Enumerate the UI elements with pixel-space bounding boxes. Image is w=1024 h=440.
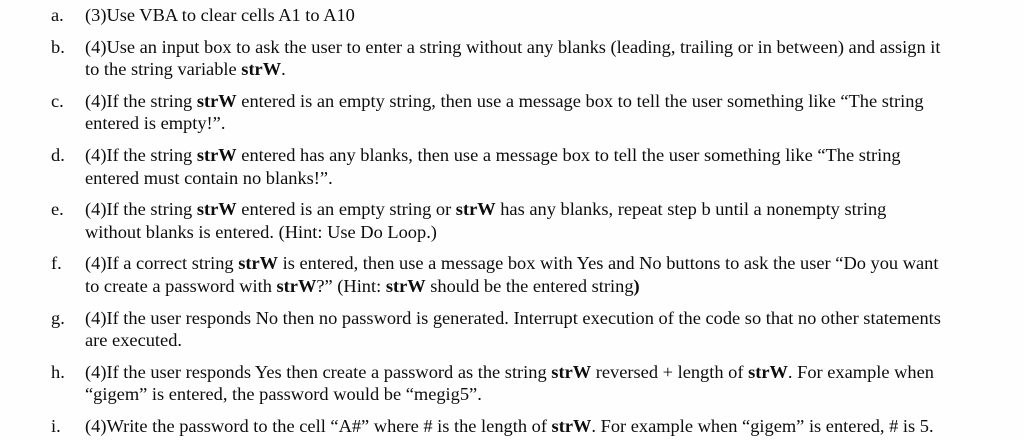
list-item-text: (4)If the string strW entered has any bl… <box>85 144 942 189</box>
emphasis-variable: strW <box>196 90 237 111</box>
emphasis-variable: strW <box>241 59 282 80</box>
text-run: reversed + length of <box>591 361 749 382</box>
list-item: a. (3)Use VBA to clear cells A1 to A10 <box>0 4 1024 27</box>
emphasis-variable: ) <box>633 275 640 296</box>
text-run: (3)Use VBA to clear cells A1 to A10 <box>85 5 355 25</box>
list-item: g. (4)If the user responds No then no pas… <box>0 307 1024 352</box>
text-run: (4)If the string <box>85 199 197 220</box>
text-run: has any blanks, repeat step b until a no… <box>85 199 887 242</box>
text-run: (4)If the user responds No then no passw… <box>85 307 941 351</box>
emphasis-variable: strW <box>196 144 237 165</box>
list-item-text: (4)If a correct string strW is entered, … <box>85 252 942 297</box>
task-list: a. (3)Use VBA to clear cells A1 to A10 b. (… <box>0 4 1024 438</box>
text-run: . For example when “gigem” is entered, t… <box>85 361 934 405</box>
list-item-text: (4)If the string strW entered is an empt… <box>85 90 942 135</box>
text-run: (4)If a correct string <box>85 253 239 274</box>
list-item-text: (3)Use VBA to clear cells A1 to A10 <box>85 4 942 27</box>
emphasis-variable: strW <box>551 361 592 382</box>
list-item-text: (4)If the string strW entered is an empt… <box>85 198 942 243</box>
text-run: ?” (Hint: <box>316 275 386 296</box>
list-item-text: (4)If the user responds No then no passw… <box>85 307 942 352</box>
list-item-marker: c. <box>51 90 64 111</box>
text-run: (4)Use an input box to ask the user to e… <box>85 36 941 80</box>
list-item: h. (4)If the user responds Yes then creat… <box>0 361 1024 406</box>
emphasis-variable: strW <box>455 199 496 220</box>
text-run: (4)Write the password to the cell “A#” w… <box>85 415 552 436</box>
text-run: entered is an empty string, then use a m… <box>85 90 924 134</box>
list-item-marker: d. <box>51 144 65 165</box>
list-item: d. (4)If the string strW entered has any … <box>0 144 1024 189</box>
text-run: entered is an empty string or <box>236 199 456 220</box>
list-item-marker: e. <box>51 199 64 220</box>
text-run: should be the entered string <box>425 275 634 296</box>
emphasis-variable: strW <box>748 361 788 382</box>
emphasis-variable: strW <box>238 253 279 274</box>
list-item-marker: a. <box>51 5 64 25</box>
text-run: . <box>281 59 286 80</box>
list-item-marker: h. <box>51 361 65 382</box>
list-item-text: (4)Use an input box to ask the user to e… <box>85 36 942 81</box>
list-item-marker: b. <box>51 36 65 57</box>
list-item: b. (4)Use an input box to ask the user to… <box>0 36 1024 81</box>
emphasis-variable: strW <box>385 275 426 296</box>
list-item-marker: f. <box>51 253 62 274</box>
list-item: f. (4)If a correct string strW is entered… <box>0 252 1024 297</box>
document-body: a. (3)Use VBA to clear cells A1 to A10 b. (… <box>0 4 1024 438</box>
text-run: entered has any blanks, then use a messa… <box>85 144 901 188</box>
list-item-marker: i. <box>51 415 61 436</box>
list-item-marker: g. <box>51 307 65 328</box>
text-run: (4)If the user responds Yes then create … <box>85 361 552 382</box>
text-run: . For example when “gigem” is entered, #… <box>591 415 934 436</box>
text-run: (4)If the string <box>85 144 197 165</box>
list-item-text: (4)Write the password to the cell “A#” w… <box>85 415 942 438</box>
text-run: is entered, then use a message box with … <box>85 253 939 296</box>
emphasis-variable: strW <box>196 199 237 220</box>
emphasis-variable: strW <box>551 415 592 436</box>
list-item: i. (4)Write the password to the cell “A#”… <box>0 415 1024 438</box>
emphasis-variable: strW <box>276 275 317 296</box>
list-item: c. (4)If the string strW entered is an em… <box>0 90 1024 135</box>
list-item: e. (4)If the string strW entered is an em… <box>0 198 1024 243</box>
list-item-text: (4)If the user responds Yes then create … <box>85 361 942 406</box>
text-run: (4)If the string <box>85 90 197 111</box>
